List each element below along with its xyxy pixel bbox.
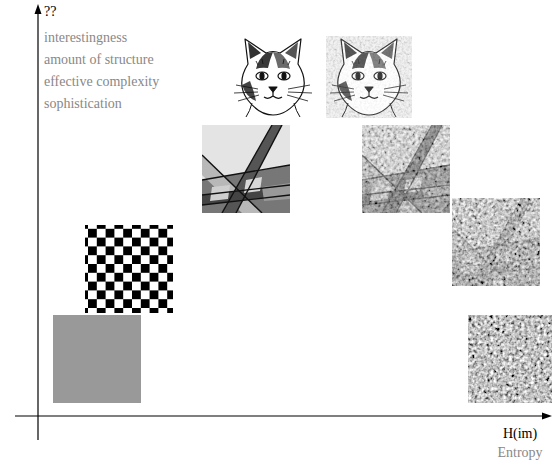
axis-caption: effective complexity xyxy=(44,74,159,90)
noisy-polygon-image xyxy=(362,125,450,213)
axis-caption: Entropy xyxy=(497,445,542,461)
axis-caption: sophistication xyxy=(44,96,122,112)
uniform-image xyxy=(53,315,141,403)
noisier-polygon-image xyxy=(452,198,540,286)
cat-image xyxy=(234,39,312,117)
axis-caption: interestingness xyxy=(44,30,127,46)
axis-label: H(im) xyxy=(503,426,537,442)
axes xyxy=(15,4,552,440)
noise-image xyxy=(468,315,552,403)
checkerboard-image xyxy=(85,225,173,313)
axis-label: ?? xyxy=(44,4,56,20)
noisy-cat-image xyxy=(326,36,412,118)
axis-caption: amount of structure xyxy=(44,52,154,68)
polygon-image xyxy=(202,125,290,213)
